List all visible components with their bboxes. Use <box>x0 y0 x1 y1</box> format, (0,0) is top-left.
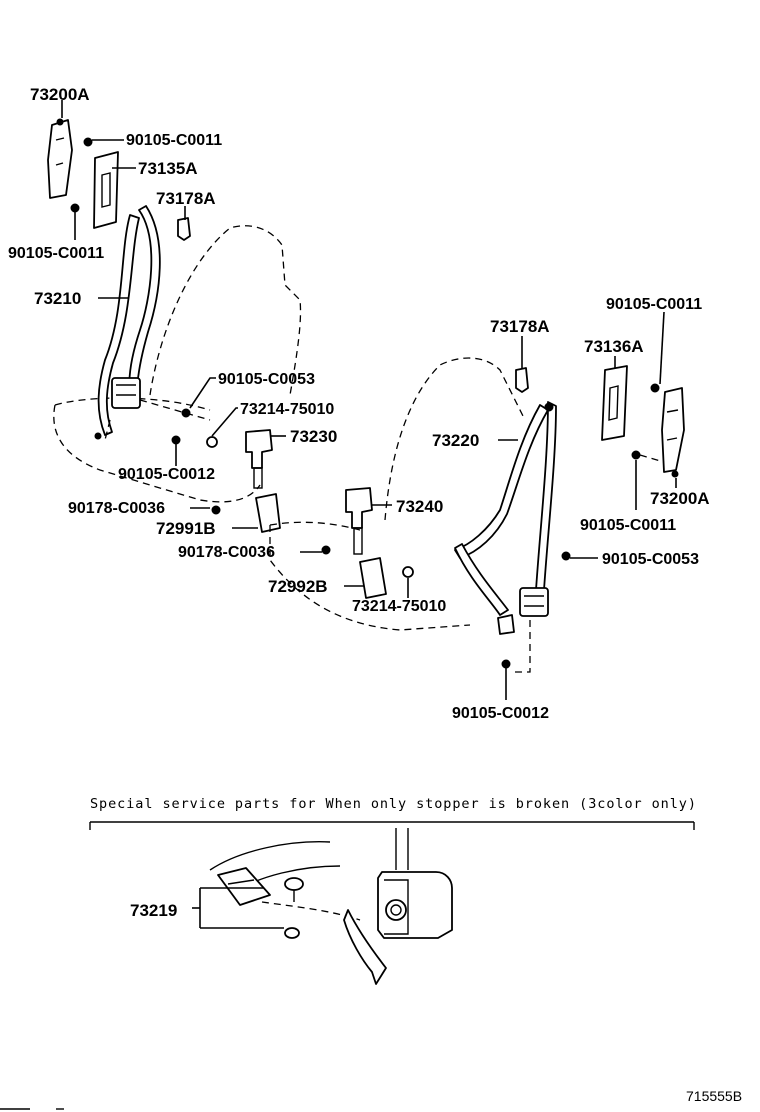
middle-bolts <box>321 545 414 578</box>
label-90105-C0012-right: 90105-C0012 <box>452 705 549 722</box>
label-90105-C0011-b: 90105-C0011 <box>8 245 104 262</box>
left-buckle-cover-72991B <box>255 493 281 533</box>
part-labels: 73200A 90105-C0011 73135A 73178A 90105-C… <box>8 85 710 722</box>
label-90105-C0053-left: 90105-C0053 <box>218 371 315 388</box>
label-73240: 73240 <box>396 497 443 516</box>
right-guide-73178A <box>515 367 529 393</box>
left-bolts <box>70 137 221 515</box>
left-anchor-adjuster-73200A <box>47 118 73 199</box>
left-guide-73178A <box>177 217 191 241</box>
middle-buckle-73240 <box>345 487 373 555</box>
label-90105-C0053-right: 90105-C0053 <box>602 551 699 568</box>
label-90178-C0036-left: 90178-C0036 <box>68 500 165 517</box>
leader-lines <box>61 100 677 700</box>
label-73214-75010-mid: 73214-75010 <box>352 598 446 615</box>
right-anchor-adjuster-73200A <box>639 387 685 478</box>
left-belt-assembly-73210 <box>97 205 211 441</box>
left-seat-outline <box>53 225 302 503</box>
left-buckle-73230 <box>245 429 273 489</box>
leader-73219 <box>192 887 284 929</box>
illustration-code: 715555B <box>686 1088 742 1104</box>
label-90105-C0012-left: 90105-C0012 <box>118 466 215 483</box>
label-73135A: 73135A <box>138 159 198 178</box>
label-90178-C0036-mid: 90178-C0036 <box>178 544 275 561</box>
right-seat-outline <box>384 357 526 521</box>
right-bolts <box>501 383 660 669</box>
label-72992B: 72992B <box>268 577 328 596</box>
label-73200A-left: 73200A <box>30 85 90 104</box>
left-cover-73135A <box>93 151 119 229</box>
label-90105-C0011-a: 90105-C0011 <box>126 132 222 149</box>
label-73210: 73210 <box>34 289 81 308</box>
middle-buckle-cover-72992B <box>359 557 387 599</box>
note-bracket <box>89 821 695 830</box>
label-73219: 73219 <box>130 901 177 920</box>
label-90105-C0011-right-top: 90105-C0011 <box>606 296 702 313</box>
label-73136A: 73136A <box>584 337 644 356</box>
label-90105-C0011-right-bottom: 90105-C0011 <box>580 517 676 534</box>
label-73214-75010-left: 73214-75010 <box>240 401 334 418</box>
label-73200A-right: 73200A <box>650 489 710 508</box>
label-72991B: 72991B <box>156 519 216 538</box>
stopper-detail-illustration <box>209 828 453 985</box>
right-cover-73136A <box>601 365 628 441</box>
label-73220: 73220 <box>432 431 479 450</box>
right-belt-assembly-73220 <box>454 401 557 673</box>
label-73230: 73230 <box>290 427 337 446</box>
special-service-note: Special service parts for When only stop… <box>90 796 696 812</box>
label-73178A-right: 73178A <box>490 317 550 336</box>
label-73178A-left: 73178A <box>156 189 216 208</box>
